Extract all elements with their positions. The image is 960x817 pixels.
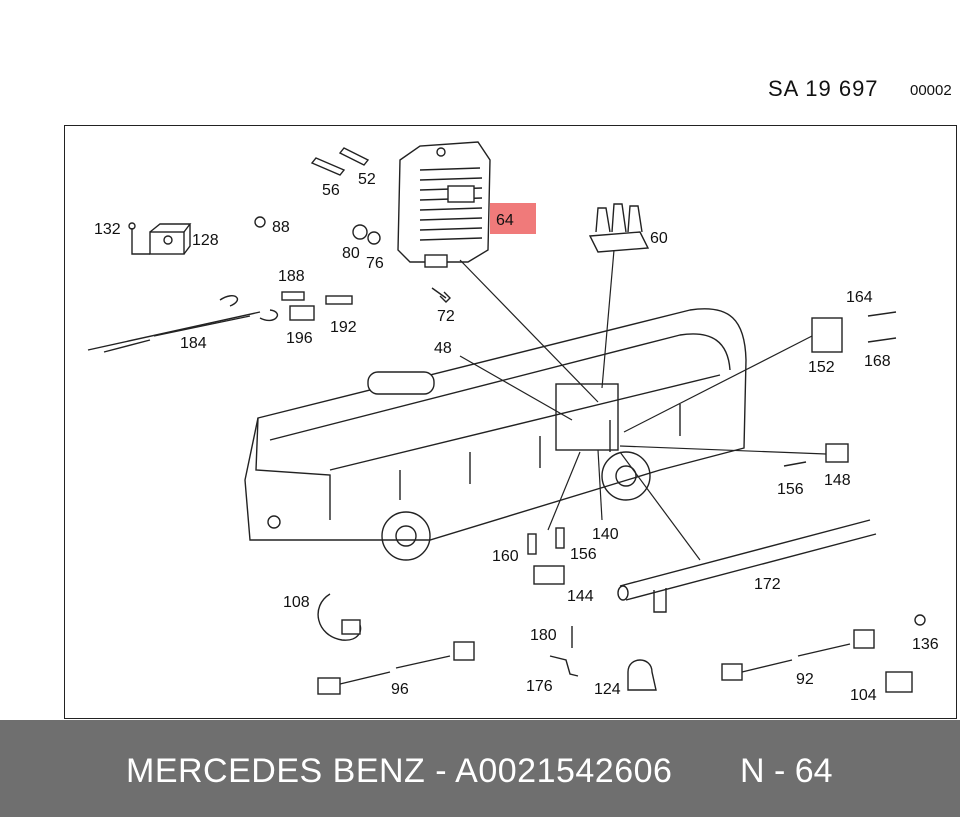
callout-164: 164	[846, 289, 873, 306]
callout-highlight	[490, 203, 536, 234]
callout-64: 64	[496, 212, 514, 229]
position-number: N - 64	[740, 752, 833, 790]
bus-drawing	[244, 308, 747, 561]
terminal-part	[867, 311, 897, 343]
connector-part	[281, 291, 305, 301]
heatsink-part	[588, 203, 650, 253]
connector-housing-part	[533, 565, 565, 585]
cable-part	[87, 295, 279, 353]
terminal-part	[783, 461, 807, 467]
connector-part	[289, 305, 315, 321]
callout-52: 52	[358, 171, 376, 188]
callout-156: 156	[777, 481, 804, 498]
callout-132: 132	[94, 221, 121, 238]
diagram-frame	[64, 125, 957, 719]
footer-bar	[0, 720, 960, 817]
callout-60: 60	[650, 230, 668, 247]
nut-part	[254, 216, 266, 228]
plug-part	[825, 443, 849, 463]
bolt-part	[431, 287, 451, 303]
diagram-code: SA 19 697	[768, 76, 879, 101]
callout-140: 140	[592, 526, 619, 543]
callout-48: 48	[434, 340, 452, 357]
callout-148: 148	[824, 472, 851, 489]
switch-part	[885, 671, 913, 693]
callout-176: 176	[526, 678, 553, 695]
parts-diagram: 56 52 64 132 128 88 80 76 60 188 72 184 …	[87, 141, 939, 704]
relay-part	[811, 317, 843, 353]
callout-88: 88	[272, 219, 290, 236]
callout-156: 156	[570, 546, 597, 563]
tube-part	[619, 519, 877, 601]
callout-76: 76	[366, 255, 384, 272]
clip-part	[627, 659, 657, 691]
rivet-part	[914, 614, 926, 626]
callout-128: 128	[192, 232, 219, 249]
callout-172: 172	[754, 576, 781, 593]
control-unit-part	[397, 141, 491, 268]
holder-part	[128, 222, 192, 255]
callout-188: 188	[278, 268, 305, 285]
pin-parts	[310, 147, 370, 176]
callout-168: 168	[864, 353, 891, 370]
part-number: MERCEDES BENZ - A0021542606	[126, 752, 673, 790]
terminal-part	[527, 533, 537, 555]
callout-92: 92	[796, 671, 814, 688]
callout-80: 80	[342, 245, 360, 262]
callout-108: 108	[283, 594, 310, 611]
callout-144: 144	[567, 588, 594, 605]
callout-152: 152	[808, 359, 835, 376]
connector-part	[325, 295, 353, 305]
callout-56: 56	[322, 182, 340, 199]
callout-72: 72	[437, 308, 455, 325]
callout-labels: 56 52 64 132 128 88 80 76 60 188 72 184 …	[94, 171, 939, 704]
callout-184: 184	[180, 335, 207, 352]
callout-196: 196	[286, 330, 313, 347]
callout-192: 192	[330, 319, 357, 336]
terminal-part	[555, 527, 565, 549]
callout-180: 180	[530, 627, 557, 644]
cable-part	[721, 629, 875, 681]
leader-lines	[459, 249, 827, 561]
callout-160: 160	[492, 548, 519, 565]
washer-part	[352, 224, 368, 240]
callout-124: 124	[594, 681, 621, 698]
bracket-part	[549, 655, 579, 677]
sheet-number: 00002	[910, 82, 952, 99]
callout-104: 104	[850, 687, 877, 704]
cable-part	[317, 641, 475, 695]
callout-136: 136	[912, 636, 939, 653]
washer-part	[367, 231, 381, 245]
callout-96: 96	[391, 681, 409, 698]
